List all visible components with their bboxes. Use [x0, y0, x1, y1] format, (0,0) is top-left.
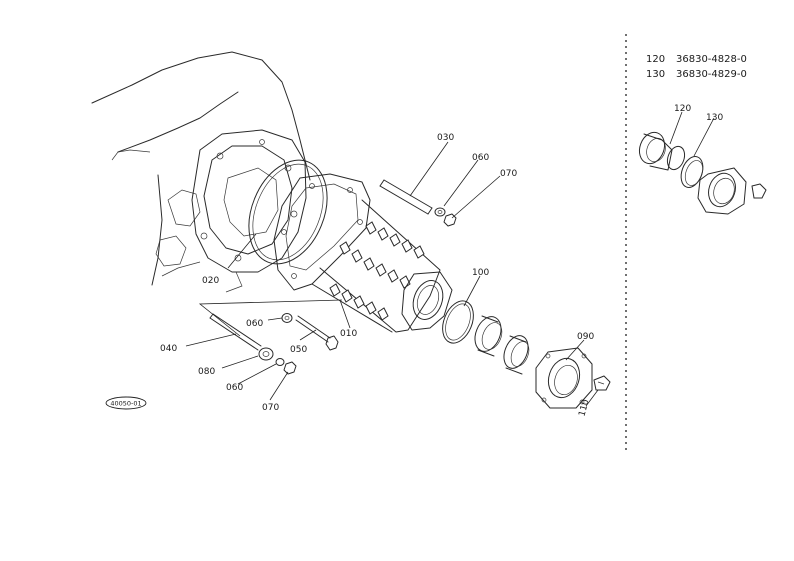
part-060-washer-top — [434, 207, 446, 217]
callout-labels: 030 060 070 020 010 060 050 040 080 060 … — [160, 104, 723, 418]
part-070-nut-low — [283, 361, 297, 375]
callout-030: 030 — [437, 133, 454, 143]
callout-060-mid: 060 — [246, 319, 263, 329]
callout-070-top: 070 — [500, 169, 517, 179]
part-060-washer-low — [275, 358, 285, 366]
legend-ref-130: 130 — [646, 69, 665, 80]
part-060-washer-mid — [281, 313, 293, 323]
callout-060-top: 060 — [472, 153, 489, 163]
callout-010: 010 — [340, 329, 357, 339]
callout-060-low: 060 — [226, 383, 243, 393]
callout-070-low: 070 — [262, 403, 279, 413]
part-020-gasket — [248, 159, 328, 265]
part-040-long-bolt — [209, 313, 262, 351]
part-090-cover — [535, 347, 593, 409]
part-030-stud — [379, 179, 433, 215]
callout-100: 100 — [472, 268, 489, 278]
part-050-bolt — [295, 315, 339, 351]
part-010-case — [273, 173, 453, 333]
part-100-o-ring — [442, 300, 474, 344]
legend-part-120: 36830-4828-0 — [676, 54, 747, 65]
part-080-spacer — [258, 347, 274, 361]
drawing-code-tag: 40050-01 — [105, 396, 147, 410]
part-110-bolt — [593, 375, 611, 391]
bearing-outer — [474, 315, 503, 357]
callout-020: 020 — [202, 276, 219, 286]
leader-lines — [185, 111, 715, 407]
bearing-inner — [503, 335, 530, 375]
drawing-code: 40050-01 — [110, 400, 141, 408]
part-number-legend: 120 36830-4828-0 130 36830-4829-0 — [646, 54, 747, 80]
callout-080: 080 — [198, 367, 215, 377]
callout-050: 050 — [290, 345, 307, 355]
callout-040: 040 — [160, 344, 177, 354]
inset-seal-assembly — [638, 131, 767, 215]
legend-part-130: 36830-4829-0 — [676, 69, 747, 80]
cooling-fins — [329, 221, 425, 321]
transmission-housing — [91, 51, 311, 293]
callout-130: 130 — [706, 113, 723, 123]
legend-ref-120: 120 — [646, 54, 665, 65]
callout-120: 120 — [674, 104, 691, 114]
callout-110: 110 — [578, 398, 592, 417]
part-070-nut-top — [443, 213, 457, 227]
callout-090: 090 — [577, 332, 594, 342]
